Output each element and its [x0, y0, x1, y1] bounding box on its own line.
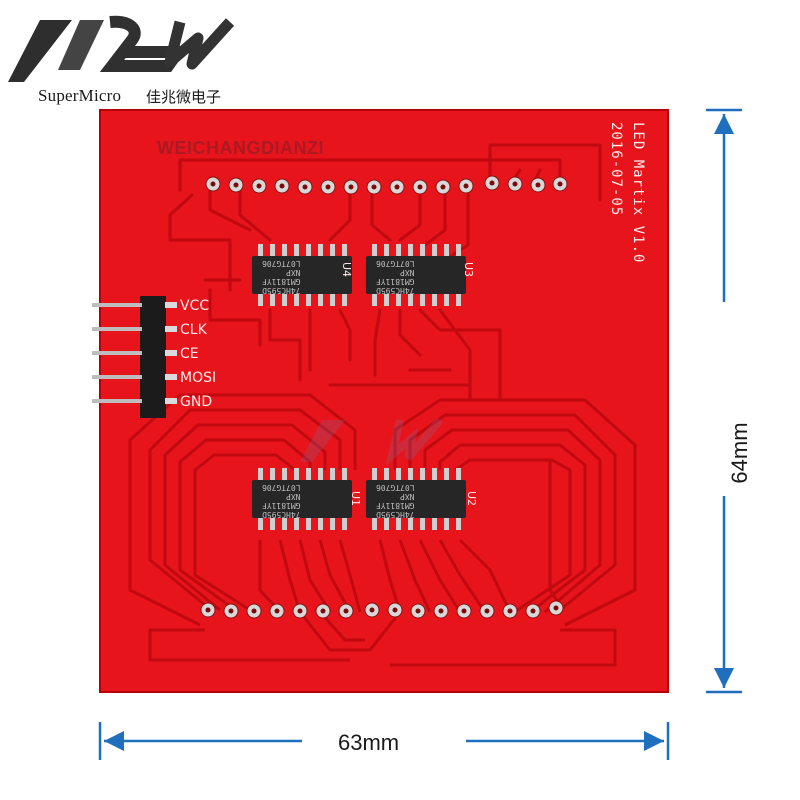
chevron-wave-logo	[8, 15, 235, 82]
ref-u1: U1	[349, 491, 362, 507]
ref-u4: U4	[340, 262, 353, 278]
pin-label-mosi: MOSI	[180, 370, 217, 386]
pin-label-gnd: GND	[180, 394, 213, 410]
pin-header-5	[92, 296, 177, 418]
pin-label-vcc: VCC	[180, 298, 210, 314]
ref-u2: U2	[465, 491, 478, 507]
top-pin-row	[205, 175, 568, 195]
height-dimension: 64mm	[727, 422, 752, 484]
pcb-traces	[168, 143, 602, 402]
pin-label-clk: CLK	[180, 322, 207, 338]
bottom-pin-row	[200, 600, 564, 619]
width-dimension: 63mm	[338, 730, 400, 755]
chip-u2	[366, 468, 466, 530]
brand-name-cn: 佳兆微电子	[146, 88, 222, 106]
dimension-arrows	[98, 108, 742, 760]
pin-label-ce: CE	[180, 346, 199, 362]
chip-u4	[252, 244, 352, 306]
ref-u3: U3	[462, 262, 475, 278]
board-title: LED Martix V1.0	[630, 122, 646, 264]
brand-name: SuperMicro	[38, 86, 122, 105]
silkscreen-brand: WEICHANGDIANZI	[157, 138, 324, 158]
board-date: 2016-07-05	[608, 122, 624, 217]
pcb-loop-left	[128, 393, 365, 662]
chip-u1	[252, 468, 352, 530]
pcb-loop-right	[350, 398, 637, 667]
watermark-logo	[300, 417, 444, 466]
chip-u3	[366, 244, 466, 306]
